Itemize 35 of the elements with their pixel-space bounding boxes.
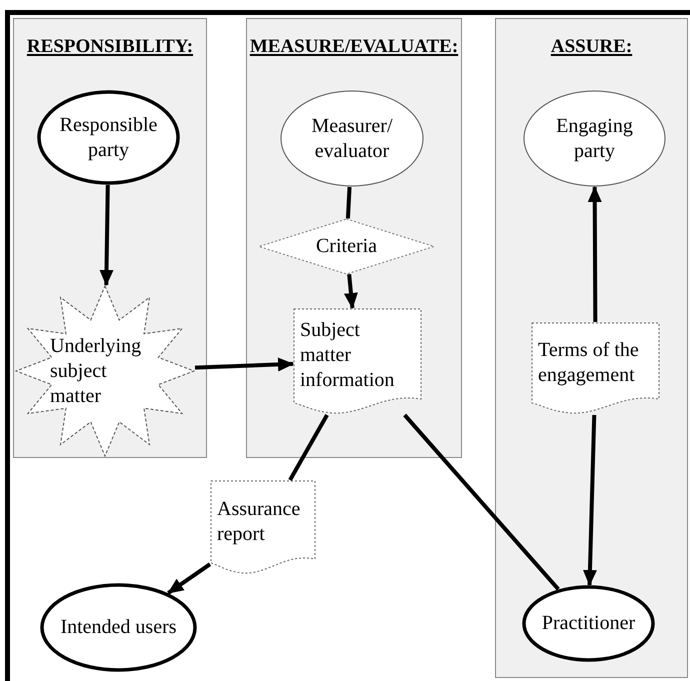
ellipse-node [40,583,197,672]
column-panel [13,18,207,458]
node-label: Practitioner [540,611,636,636]
node-label: Assurance report [216,496,302,546]
column-heading: RESPONSIBILITY: [26,37,194,56]
arrow [344,274,358,309]
arrow [194,358,294,372]
arrow [167,562,212,595]
node-label: Intended users [59,615,178,640]
column-panel [495,18,688,678]
document-node [293,308,422,415]
connector-line [288,414,329,481]
node-label: Engaging party [555,114,634,164]
ellipse-node [523,90,666,187]
column-panel [246,18,462,458]
node-label: Measurer/ evaluator [310,114,394,164]
node-label: Subject matter information [299,318,396,393]
document-node [531,322,660,415]
arrow [582,414,597,586]
node-label: Underlying subject matter [50,334,142,408]
decision-diamond [258,218,435,275]
column-heading: ASSURE: [550,37,634,56]
starburst-node [15,285,195,457]
connector-line [403,414,560,591]
arrow [100,184,114,286]
ellipse-node [280,90,424,187]
connector-line [346,186,352,219]
document-node [210,480,316,575]
ellipse-node [522,585,655,662]
column-heading: MEASURE/EVALUATE: [248,37,460,56]
node-label: Criteria [314,234,378,259]
arrow [588,186,602,322]
ellipse-node [37,90,180,185]
node-label: Responsible party [58,112,158,162]
node-label: Terms of the engagement [537,338,640,388]
